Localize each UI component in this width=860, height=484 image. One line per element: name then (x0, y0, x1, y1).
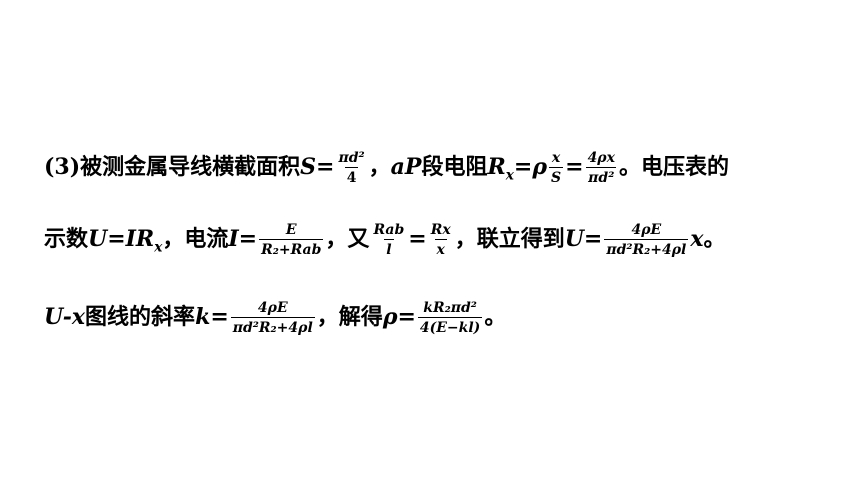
text: ，解得 (316, 304, 383, 331)
denominator: S (549, 167, 564, 186)
equals: = (408, 226, 427, 253)
subscript-x: x (505, 167, 514, 184)
denominator: πd² (586, 167, 617, 186)
text: 图线的斜率 (85, 304, 196, 331)
text: 示数 (44, 226, 89, 253)
var-rho: ρ (382, 304, 398, 331)
comma: ， (368, 154, 391, 181)
equals: = (107, 226, 126, 253)
numerator: Rx (430, 222, 451, 238)
text: ，又 (325, 226, 370, 253)
part-label: (3) (44, 154, 81, 181)
equals: = (513, 154, 533, 181)
text: 段电阻 (421, 154, 488, 181)
equals: = (238, 226, 258, 253)
text: 被测金属导线横截面积 (80, 154, 301, 181)
var-k: k (195, 304, 211, 331)
var-U: U (564, 226, 584, 253)
denominator: 4 (344, 167, 359, 186)
equals: = (583, 226, 603, 253)
denominator: l (384, 239, 394, 258)
period: 。 (703, 226, 726, 253)
equals: = (210, 304, 229, 331)
text: ，联立得到 (454, 226, 565, 253)
text: 。电压表的 (618, 154, 729, 181)
var-U: U (88, 226, 108, 253)
numerator: Rab (373, 222, 405, 238)
denominator: R₂+Rab (259, 239, 324, 258)
numerator: E (285, 222, 297, 238)
equals: = (565, 154, 584, 181)
numerator: 4ρE (631, 222, 662, 238)
var-x: x (690, 226, 704, 253)
var-rho: ρ (532, 154, 547, 181)
subscript-x: x (154, 239, 163, 256)
var-U-x: U-x (44, 304, 86, 331)
numerator: x (551, 150, 561, 166)
denominator: 4(E−kl) (417, 317, 483, 336)
var-R: R (487, 154, 506, 181)
numerator: 4ρE (257, 300, 288, 316)
var-IR: IR (125, 226, 155, 253)
var-I: I (228, 226, 239, 253)
var-S: S (300, 154, 317, 181)
numerator: πd² (338, 150, 365, 166)
text: ，电流 (162, 226, 229, 253)
numerator: kR₂πd² (423, 300, 477, 316)
var-aP: aP (390, 154, 422, 181)
denominator: πd²R₂+4ρl (604, 239, 689, 258)
period: 。 (484, 304, 507, 331)
equals: = (397, 304, 416, 331)
denominator: x (434, 239, 447, 258)
numerator: 4ρx (587, 150, 615, 166)
equals: = (316, 154, 335, 181)
denominator: πd²R₂+4ρl (230, 317, 315, 336)
